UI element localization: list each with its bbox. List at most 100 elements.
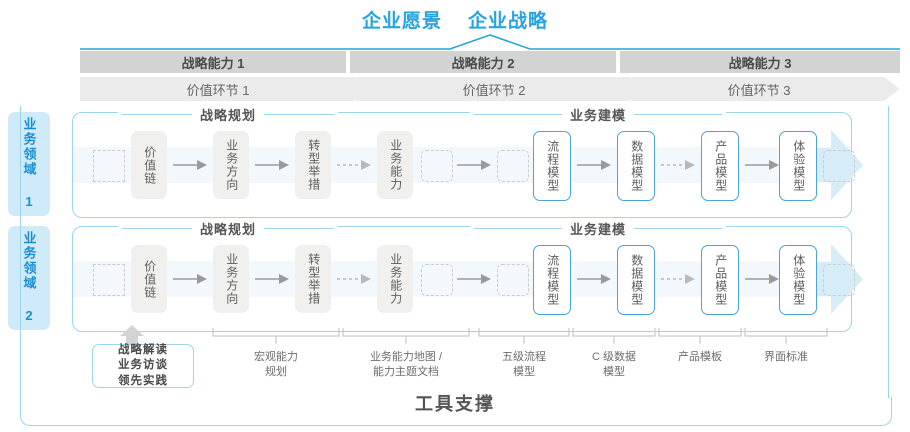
tool-label-product-template: 产品模板: [678, 351, 722, 363]
section-caption-modeling-2: 业务建模: [470, 219, 727, 238]
node-product-model[interactable]: 产品模型: [701, 245, 739, 315]
brace-icon: [572, 328, 656, 344]
flow-placeholder: [497, 150, 529, 182]
brace-icon: [744, 328, 828, 344]
node-label: 转型举措: [306, 253, 321, 305]
node-process-model[interactable]: 流程模型: [533, 245, 571, 315]
value-link-band: 价值环节 1 价值环节 2 价值环节 3: [80, 77, 900, 101]
peak-divider-icon: [80, 34, 900, 50]
up-arrow-icon: [120, 325, 144, 347]
node-label: 业务能力: [388, 139, 403, 191]
node-experience-model[interactable]: 体验模型: [779, 131, 817, 201]
tool-label-capability-map: 业务能力地图 / 能力主题文档: [369, 351, 443, 378]
tools-container: [20, 397, 892, 426]
node-experience-model[interactable]: 体验模型: [779, 245, 817, 315]
tool-label-five-level-process: 五级流程 模型: [502, 351, 546, 378]
node-business-capability[interactable]: 业务能力: [377, 245, 413, 313]
flow-placeholder: [823, 150, 855, 182]
node-label: 业务能力: [388, 253, 403, 305]
arrow-icon: [577, 274, 611, 284]
arrow-icon: [255, 274, 289, 284]
flow-placeholder: [421, 264, 453, 296]
domain-row-2: 价值链 业务方向 转型举措 业务能力 流程模型 数据模型 产品模型 体验模型: [72, 226, 863, 332]
node-label: 业务方向: [224, 253, 239, 305]
node-data-model[interactable]: 数据模型: [617, 245, 655, 315]
value-link-1-label: 价值环节 1: [186, 82, 250, 98]
capability-bar-2[interactable]: 战略能力 2: [350, 51, 616, 73]
node-label: 价值链: [142, 259, 157, 299]
flow-placeholder: [823, 264, 855, 296]
tool-label-c-level-data: C 级数据 模型: [592, 351, 636, 378]
node-label: 流程模型: [545, 140, 560, 192]
node-label: 体验模型: [791, 140, 806, 192]
node-product-model[interactable]: 产品模型: [701, 131, 739, 201]
arrow-icon: [173, 274, 207, 284]
node-label: 价值链: [142, 145, 157, 185]
node-transformation-measures[interactable]: 转型举措: [295, 131, 331, 199]
node-label: 业务方向: [224, 139, 239, 191]
node-label: 产品模型: [713, 254, 728, 306]
node-label: 转型举措: [306, 139, 321, 191]
node-business-capability[interactable]: 业务能力: [377, 131, 413, 199]
section-label: 战略规划: [200, 108, 257, 123]
arrow-icon: [745, 160, 779, 170]
arrow-icon: [661, 160, 695, 170]
section-label: 战略规划: [200, 222, 257, 237]
node-label: 数据模型: [629, 140, 644, 192]
node-value-chain[interactable]: 价值链: [131, 245, 167, 313]
node-value-chain[interactable]: 价值链: [131, 131, 167, 199]
arrow-icon: [337, 274, 371, 284]
brace-icon: [658, 328, 742, 344]
section-label: 业务建模: [570, 108, 627, 123]
node-label: 产品模型: [713, 140, 728, 192]
node-transformation-measures[interactable]: 转型举措: [295, 245, 331, 313]
domain-label-2-text: 业务领域 2: [21, 231, 37, 325]
node-label: 体验模型: [791, 254, 806, 306]
arrow-icon: [337, 160, 371, 170]
title-vision: 企业愿景: [361, 10, 442, 32]
node-label: 数据模型: [629, 254, 644, 306]
value-link-1[interactable]: 价值环节 1: [80, 77, 370, 101]
capability-band: 战略能力 1 战略能力 2 战略能力 3: [80, 51, 900, 73]
capability-bar-1[interactable]: 战略能力 1: [80, 51, 346, 73]
outer-left-border: [20, 106, 21, 398]
brace-icon: [478, 328, 570, 344]
arrow-icon: [745, 274, 779, 284]
node-data-model[interactable]: 数据模型: [617, 131, 655, 201]
tool-label-macro-capability: 宏观能力 规划: [254, 351, 298, 378]
title-strategy: 企业战略: [468, 10, 549, 32]
page-title: 企业愿景 企业战略: [0, 4, 910, 34]
arrow-icon: [173, 160, 207, 170]
value-link-3[interactable]: 价值环节 3: [632, 77, 900, 101]
flow-placeholder: [497, 264, 529, 296]
value-link-2[interactable]: 价值环节 2: [356, 77, 646, 101]
node-label: 流程模型: [545, 254, 560, 306]
arrow-icon: [255, 160, 289, 170]
outer-right-border: [888, 106, 889, 398]
node-process-model[interactable]: 流程模型: [533, 131, 571, 201]
value-link-2-label: 价值环节 2: [462, 82, 526, 98]
section-caption-planning-1: 战略规划: [118, 105, 339, 124]
flow-placeholder: [93, 264, 125, 296]
tool-highlight-box[interactable]: 战略解读 业务访谈 领先实践: [92, 344, 194, 388]
arrow-icon: [457, 274, 491, 284]
node-business-direction[interactable]: 业务方向: [213, 245, 249, 313]
value-link-3-label: 价值环节 3: [727, 82, 791, 98]
tool-label-ui-standard: 界面标准: [764, 351, 808, 363]
arrow-icon: [661, 274, 695, 284]
capability-bar-3[interactable]: 战略能力 3: [620, 51, 900, 73]
section-caption-modeling-1: 业务建模: [470, 105, 727, 124]
section-caption-planning-2: 战略规划: [118, 219, 339, 238]
tools-title: 工具支撑: [415, 394, 495, 414]
domain-label-1[interactable]: 业务领域 1: [8, 112, 50, 216]
arrow-icon: [577, 160, 611, 170]
arrow-icon: [457, 160, 491, 170]
flow-placeholder: [93, 150, 125, 182]
brace-icon: [212, 328, 340, 344]
domain-label-2[interactable]: 业务领域 2: [8, 226, 50, 330]
flow-placeholder: [421, 150, 453, 182]
brace-icon: [342, 328, 470, 344]
domain-label-1-text: 业务领域 1: [21, 117, 37, 211]
node-business-direction[interactable]: 业务方向: [213, 131, 249, 199]
